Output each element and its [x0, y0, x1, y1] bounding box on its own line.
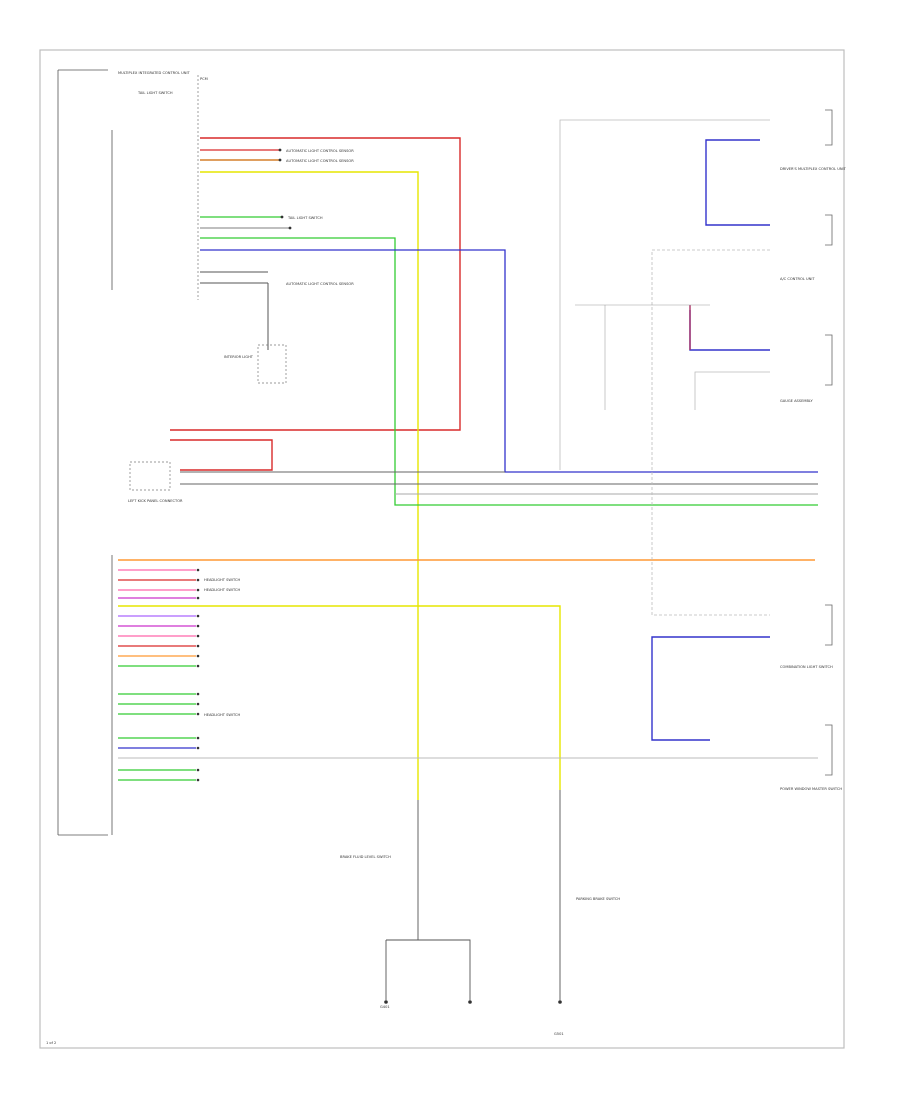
label-gnd-right: G501: [554, 1032, 564, 1036]
interior-light-box: [257, 344, 287, 384]
wire-blue-right-3: [651, 636, 770, 741]
wire-grey-right-2: [651, 249, 770, 616]
label-headlight-3: HEADLIGHT SWITCH: [204, 713, 240, 717]
wire-yellow-main: [200, 171, 419, 800]
label-left-connector: LEFT KICK PANEL CONNECTOR: [128, 499, 183, 503]
label-module-low: GAUGE ASSEMBLY: [780, 399, 813, 403]
bottom-ground-dots: [384, 1000, 562, 1004]
mirvs-unit-title: MULTIPLEX INTEGRATED CONTROL UNIT: [118, 71, 191, 75]
wire-red-lower: [170, 439, 273, 471]
tail-light-title: TAIL LIGHT SWITCH: [137, 91, 173, 95]
wire-green-long: [200, 237, 818, 506]
label-module-top: DRIVER'S MULTIPLEX CONTROL UNIT: [780, 167, 847, 171]
label-module-bottom: POWER WINDOW MASTER SWITCH: [780, 787, 842, 791]
label-gnd-left: G401: [380, 1005, 390, 1009]
wire-blue-long: [200, 249, 818, 473]
label-module-mid: A/C CONTROL UNIT: [780, 277, 815, 281]
wire-bottom-switch-right: [418, 939, 471, 1000]
label-tail-light: TAIL LIGHT SWITCH: [287, 216, 323, 220]
label-headlight-1: HEADLIGHT SWITCH: [204, 578, 240, 582]
wire-bottom-switch-left: [386, 800, 419, 941]
outer-border: [39, 49, 845, 1049]
wire-blue-right-1: [705, 139, 770, 226]
top-wire-terminals: [278, 148, 292, 230]
wire-yellow-2: [118, 605, 561, 790]
label-auto-light-2: AUTOMATIC LIGHT CONTROL SENSOR: [286, 159, 354, 163]
label-module-combo: COMBINATION LIGHT SWITCH: [780, 665, 833, 669]
label-headlight-2: HEADLIGHT SWITCH: [204, 588, 240, 592]
label-parking-brake: PARKING BRAKE SWITCH: [576, 897, 620, 901]
pcm-label: PCM: [200, 77, 208, 81]
wire-red-top: [170, 137, 461, 431]
left-kick-panel-connector: [129, 461, 171, 491]
control-unit-left-bracket: [57, 69, 113, 836]
label-interior-light: INTERIOR LIGHT: [224, 355, 254, 359]
page-tag: 1 of 2: [46, 1041, 56, 1045]
right-module-brackets: [825, 109, 833, 776]
wire-blue-right-2: [689, 310, 770, 351]
wire-grey-right-1: [559, 119, 770, 470]
label-sensor-grp: AUTOMATIC LIGHT CONTROL SENSOR: [286, 282, 354, 286]
label-auto-light-1: AUTOMATIC LIGHT CONTROL SENSOR: [286, 149, 354, 153]
wire-grey-right-3: [694, 371, 770, 410]
label-brake-fluid: BRAKE FLUID LEVEL SWITCH: [340, 855, 391, 859]
lower-wire-terminals: [196, 568, 200, 782]
